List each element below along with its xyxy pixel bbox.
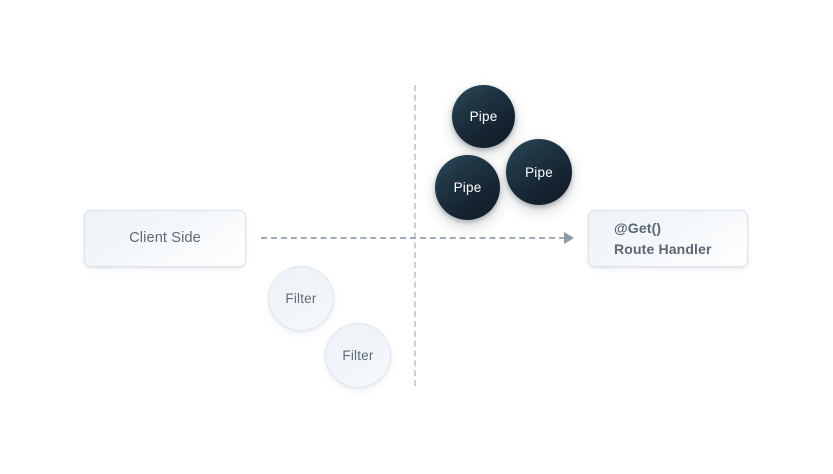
pipe-node-3[interactable]: Pipe xyxy=(435,155,500,220)
arrow-head-icon xyxy=(564,232,574,244)
pipe-node-1-label: Pipe xyxy=(469,109,498,124)
arrow-line xyxy=(261,237,565,239)
route-handler-label: @Get() Route Handler xyxy=(614,220,712,257)
filter-node-2[interactable]: Filter xyxy=(325,323,391,388)
client-side-box[interactable]: Client Side xyxy=(84,210,246,267)
filter-node-2-label: Filter xyxy=(342,348,374,363)
request-flow-arrow xyxy=(261,231,576,245)
filter-node-1[interactable]: Filter xyxy=(268,266,334,331)
pipe-node-3-label: Pipe xyxy=(453,180,482,195)
pipe-node-2-label: Pipe xyxy=(525,164,553,180)
client-side-label: Client Side xyxy=(129,229,201,246)
pipe-node-2[interactable]: Pipe xyxy=(506,139,572,205)
route-handler-box[interactable]: @Get() Route Handler xyxy=(588,210,748,267)
pipe-node-1[interactable]: Pipe xyxy=(452,85,515,148)
vertical-dashed-divider xyxy=(414,85,416,386)
filter-node-1-label: Filter xyxy=(285,291,317,306)
